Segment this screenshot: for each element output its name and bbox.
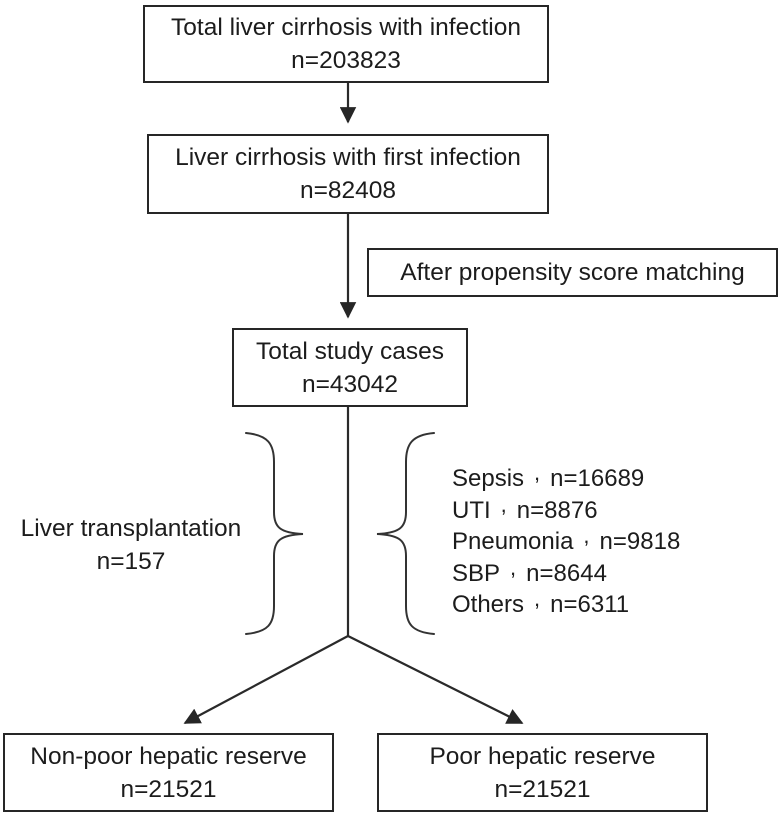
node-first-infection: Liver cirrhosis with first infection n=8… xyxy=(147,134,549,214)
infection-name: Sepsis xyxy=(452,465,525,492)
infection-count: n=6311 xyxy=(550,591,630,619)
node-poor-hepatic-reserve: Poor hepatic reserve n=21521 xyxy=(377,733,708,812)
infection-type-list: Sepsis,n=16689 UTI,n=8876 Pneumonia,n=98… xyxy=(452,460,681,621)
list-item: SBP, n=8644 xyxy=(452,555,680,590)
separator: , xyxy=(534,460,541,485)
exclusion-liver-transplantation: Liver transplantation n=157 xyxy=(0,512,262,578)
node-total-liver-cirrhosis: Total liver cirrhosis with infection n=2… xyxy=(143,5,549,83)
node-label: After propensity score matching xyxy=(400,259,745,286)
node-label: Total liver cirrhosis with infection xyxy=(171,14,521,41)
separator: , xyxy=(510,554,517,580)
list-item: Sepsis, n=16689 xyxy=(452,460,680,495)
node-total-study-cases: Total study cases n=43042 xyxy=(232,328,468,407)
node-non-poor-hepatic-reserve: Non-poor hepatic reserve n=21521 xyxy=(3,733,334,812)
brace-left xyxy=(245,432,304,635)
list-item: Pneumonia, n=9818 xyxy=(452,523,681,558)
node-label: Non-poor hepatic reserve xyxy=(30,742,307,770)
separator: , xyxy=(500,491,507,517)
separator: , xyxy=(583,523,590,549)
arrow-split-to-poor xyxy=(347,635,524,724)
node-label: Poor hepatic reserve xyxy=(429,742,656,770)
separator: , xyxy=(534,586,541,612)
infection-name: Pneumonia xyxy=(452,528,574,556)
node-count: n=203823 xyxy=(291,47,401,74)
infection-name: Others xyxy=(452,591,525,619)
brace-right xyxy=(376,432,435,635)
node-count: n=21521 xyxy=(494,775,591,803)
node-label: Liver cirrhosis with first infection xyxy=(175,144,521,171)
exclusion-label: Liver transplantation xyxy=(20,515,242,542)
infection-count: n=16689 xyxy=(550,465,645,492)
infection-count: n=8644 xyxy=(526,559,607,587)
infection-count: n=9818 xyxy=(599,528,681,556)
infection-name: SBP xyxy=(452,559,501,587)
node-label: Total study cases xyxy=(256,337,444,365)
infection-count: n=8876 xyxy=(516,496,598,524)
node-count: n=43042 xyxy=(301,370,399,398)
list-item: UTI, n=8876 xyxy=(452,492,680,527)
arrow-split-to-nonpoor xyxy=(183,635,349,724)
infection-name: UTI xyxy=(452,496,491,524)
list-item: Others, n=6311 xyxy=(452,586,680,621)
node-propensity-score-matching: After propensity score matching xyxy=(367,248,778,297)
exclusion-count: n=157 xyxy=(96,548,166,575)
node-count: n=82408 xyxy=(299,177,397,204)
node-count: n=21521 xyxy=(120,775,217,803)
